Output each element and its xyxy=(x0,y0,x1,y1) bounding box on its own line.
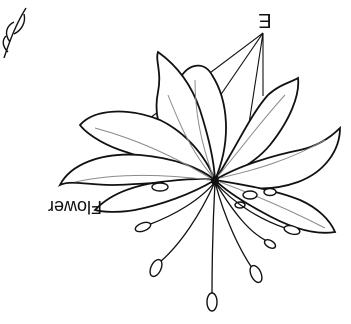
caption-flower: Flower xyxy=(36,196,114,217)
flower-center xyxy=(211,177,219,185)
label-e: E xyxy=(254,8,276,31)
anthers xyxy=(134,221,301,311)
leaf-sprig xyxy=(3,8,26,58)
